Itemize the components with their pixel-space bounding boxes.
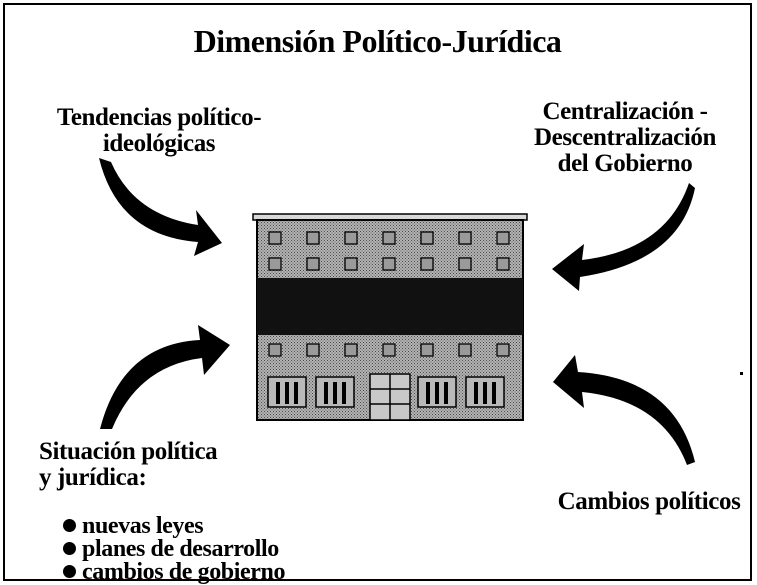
building-window [306, 343, 320, 357]
arrow-bottom-left-icon [100, 325, 230, 429]
bullet-item: cambios de gobierno [63, 559, 286, 585]
factor-bottom-left-line-1: Situación política [39, 438, 218, 465]
building-doorway [465, 376, 505, 408]
factor-top-right-line-1: Centralización - [542, 98, 708, 125]
factor-top-right-line-2: Descentralización [533, 124, 717, 151]
factor-top-right-line-3: del Gobierno [557, 150, 693, 177]
bullet-item: nuevas leyes [63, 513, 285, 539]
building-window [268, 257, 282, 271]
factor-top-left-line-2: ideológicas [102, 130, 216, 157]
building-doorway [315, 376, 355, 408]
bullet-item: planes de desarrollo [63, 536, 285, 562]
building-doorway [417, 376, 457, 408]
building-window [344, 343, 358, 357]
factor-top-right: Centralización - Descentralización del G… [505, 99, 745, 177]
bullet-icon [63, 518, 76, 532]
bullet-icon [63, 541, 76, 555]
building-window [382, 231, 396, 245]
building-window [496, 231, 510, 245]
building-window [344, 257, 358, 271]
building-window [458, 257, 472, 271]
building-window [420, 231, 434, 245]
building-window [458, 231, 472, 245]
building-window [344, 231, 358, 245]
factor-bottom-left-line-2: y jurídica: [39, 464, 147, 491]
diagram-frame: Dimensión Político-Jurídica Tendencias p… [3, 3, 752, 585]
building-window [382, 343, 396, 357]
factor-top-left-line-1: Tendencias político- [56, 104, 262, 131]
building-window [496, 257, 510, 271]
factor-bottom-right: Cambios políticos [539, 489, 757, 515]
factor-bottom-left: Situación política y jurídica: [39, 439, 339, 491]
building-window [420, 257, 434, 271]
building-doorway [267, 376, 307, 408]
arrow-top-left-icon [99, 158, 222, 256]
bullet-text: cambios de gobierno [82, 559, 286, 585]
arrow-bottom-right-icon [553, 355, 695, 465]
building-window [496, 343, 510, 357]
factor-bottom-right-line-1: Cambios políticos [557, 488, 741, 515]
bullet-text: planes de desarrollo [82, 536, 279, 562]
bullet-icon [63, 564, 76, 578]
factor-top-left: Tendencias político- ideológicas [9, 105, 309, 157]
building-window [268, 343, 282, 357]
building-window [458, 343, 472, 357]
building-window [306, 231, 320, 245]
building-window [420, 343, 434, 357]
arrow-top-right-icon [552, 183, 695, 291]
building-window [268, 231, 282, 245]
building-window [382, 257, 396, 271]
building-main-door [369, 373, 411, 421]
bullet-text: nuevas leyes [82, 513, 204, 539]
stray-dot [740, 372, 743, 375]
government-building-icon [252, 213, 528, 421]
bullet-list: nuevas leyes planes de desarrollo cambio… [63, 513, 286, 585]
diagram-title: Dimensión Político-Jurídica [193, 23, 562, 59]
building-window [306, 257, 320, 271]
